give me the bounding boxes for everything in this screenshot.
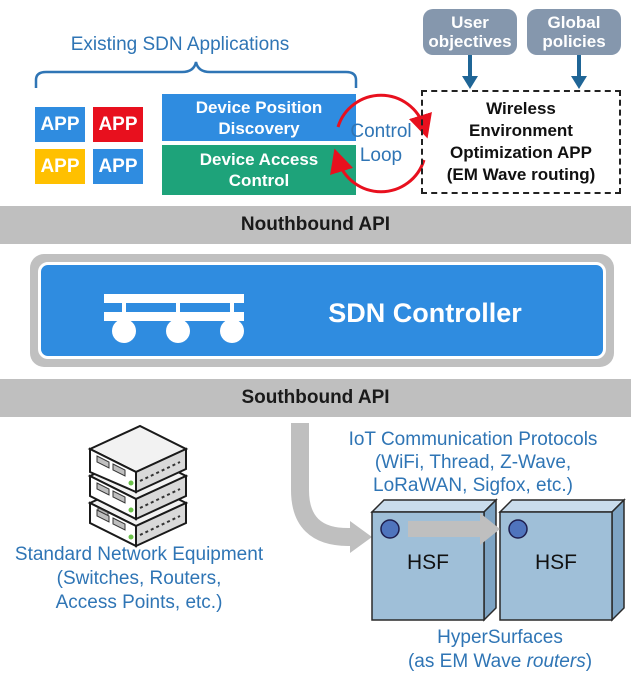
device-position-discovery-app: Device Position Discovery [162,94,356,141]
sdn-controller-box [38,262,606,359]
sdn-controller-label: SDN Controller [328,297,522,328]
hypersurfaces-subtitle-italic: routers [526,651,586,672]
iot-protocols-label: IoT Communication Protocols (WiFi, Threa… [348,429,598,496]
existing-apps-title: Existing SDN Applications [70,34,290,55]
southbound-api-bar: Southbound API [0,379,631,417]
standard-equipment-label: Standard Network Equipment (Switches, Ro… [14,544,264,613]
hypersurfaces-subtitle-suffix: ) [585,651,593,672]
hsf-label-left: HSF [407,551,449,574]
app-tile-1: APP [35,107,85,142]
user-objectives-pill: User objectives [423,9,517,55]
northbound-api-bar: Nouthbound API [0,206,631,244]
hypersurfaces-title: HyperSurfaces [437,627,563,648]
global-policies-pill: Global policies [527,9,621,55]
app-tile-3: APP [35,149,85,184]
sdn-controller-frame [30,254,614,367]
wireless-optimization-app: Wireless Environment Optimization APP (E… [421,90,621,194]
app-tile-2: APP [93,107,143,142]
control-loop-label: Control Loop [350,121,412,166]
hypersurfaces-subtitle-prefix: (as EM Wave [407,651,527,672]
hsf-label-right: HSF [535,551,577,574]
hypersurfaces-subtitle: (as EM Wave routers) [350,651,631,673]
device-access-control-app: Device Access Control [162,145,356,195]
app-tile-4: APP [93,149,143,184]
